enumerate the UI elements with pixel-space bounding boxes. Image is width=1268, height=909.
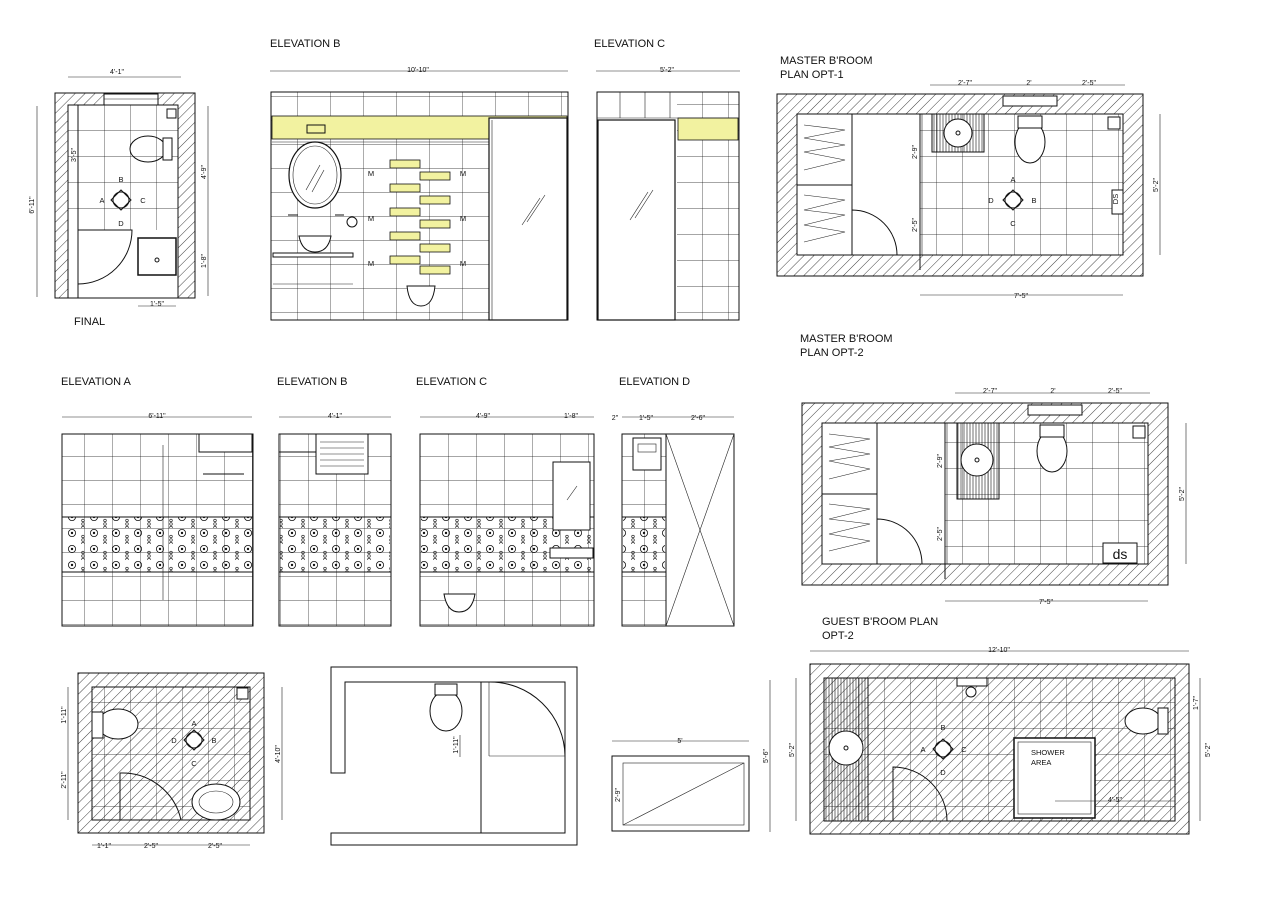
mirror-mark-1: M <box>368 169 374 178</box>
mirror-mark-3: M <box>368 214 374 223</box>
compass-c: C <box>140 196 146 205</box>
dim-m1-l2: 2'-5" <box>912 218 919 232</box>
elev-c-top-title: ELEVATION C <box>594 38 665 50</box>
shower-label-1: SHOWER <box>1031 748 1065 757</box>
guest-title-2: OPT-2 <box>822 630 854 642</box>
m1-compass-c: C <box>1010 219 1016 228</box>
dim-final-r1: 4'-9" <box>201 165 208 179</box>
dim-m1-l1: 2'-9" <box>912 145 919 159</box>
master-opt2-title-1: MASTER B'ROOM <box>800 333 893 345</box>
g-compass-c: C <box>961 745 967 754</box>
ds-label: ds <box>1113 546 1128 562</box>
compass-d: D <box>118 219 124 228</box>
dim-ea-top: 6'-11" <box>148 413 166 420</box>
dim-final-height: 6'-11" <box>29 196 36 214</box>
elevation-c-row2: ELEVATION C 4'-9" 1'-8" <box>416 376 595 627</box>
mirror-mark-2: M <box>460 169 466 178</box>
dim-m1-bot: 7'-5" <box>1014 293 1028 300</box>
dim-m2-a: 2'-7" <box>983 388 997 395</box>
dim-g-in: 4'-5" <box>1108 797 1122 804</box>
master-plan-opt2: MASTER B'ROOM PLAN OPT-2 2'-7" 2' 2'-5" … <box>800 333 1187 606</box>
bl-compass-a: A <box>191 719 196 728</box>
dim-br-left: 2'-9" <box>615 788 622 802</box>
dim-g-r1: 1'-7" <box>1193 696 1200 710</box>
elevation-d: ELEVATION D 2" 1'-5" 2'-6" <box>612 376 735 627</box>
bottom-left-plan: A D B C 1'-11" 2'-11" 4'-10" 1'-1" 2'-5"… <box>61 672 283 850</box>
master-opt2-title-2: PLAN OPT-2 <box>800 347 864 359</box>
dim-ec2-top2: 1'-8" <box>564 413 578 420</box>
bottom-middle-plan: 1'-11" <box>330 666 578 846</box>
dim-bl-b2: 2'-5" <box>144 843 158 850</box>
dim-m2-l1: 2'-9" <box>937 454 944 468</box>
dim-br-top: 5' <box>677 738 682 745</box>
elev-b-top-title: ELEVATION B <box>270 38 341 50</box>
dim-m1-r: 5'-2" <box>1153 178 1160 192</box>
bottom-right-small: 5' 2'-9" 5'-6" <box>611 680 771 832</box>
dim-bl-l1: 1'-11" <box>61 706 68 724</box>
dim-br-side: 5'-6" <box>763 749 770 763</box>
compass-b: B <box>118 175 123 184</box>
elevation-b-top: ELEVATION B 10'-10" M M M M M M <box>270 38 569 321</box>
mirror-mark-5: M <box>368 259 374 268</box>
ds-side-label: DS <box>1111 194 1120 204</box>
m1-compass-d: D <box>988 196 994 205</box>
m1-compass-a: A <box>1010 175 1015 184</box>
dim-m2-b: 2' <box>1050 388 1055 395</box>
mirror-mark-6: M <box>460 259 466 268</box>
elev-b-title: ELEVATION B <box>277 376 348 388</box>
dim-ec-top: 5'-2" <box>660 67 674 74</box>
bl-compass-d: D <box>171 736 177 745</box>
master-plan-opt1: MASTER B'ROOM PLAN OPT-1 2'-7" 2' 2'-5" … <box>776 55 1161 300</box>
dim-m2-bot: 7'-5" <box>1039 599 1053 606</box>
compass-a: A <box>99 196 104 205</box>
g-compass-d: D <box>940 768 946 777</box>
elev-d-title: ELEVATION D <box>619 376 690 388</box>
guest-plan: GUEST B'ROOM PLAN OPT-2 12'-10" SHOWER A… <box>789 616 1212 835</box>
m1-compass-b: B <box>1031 196 1036 205</box>
dim-g-l: 5'-2" <box>789 743 796 757</box>
guest-title-1: GUEST B'ROOM PLAN <box>822 616 938 628</box>
dim-m2-l2: 2'-5" <box>937 527 944 541</box>
dim-final-r2: 1'-8" <box>201 254 208 268</box>
elevation-c-top: ELEVATION C 5'-2" <box>594 38 740 321</box>
dim-m1-a: 2'-7" <box>958 80 972 87</box>
dim-ed-a: 2" <box>612 415 619 422</box>
elev-c-title: ELEVATION C <box>416 376 487 388</box>
master-opt1-title-2: PLAN OPT-1 <box>780 69 844 81</box>
elevation-a: ELEVATION A 6'-11" <box>61 376 254 627</box>
g-compass-b: B <box>940 723 945 732</box>
elev-a-title: ELEVATION A <box>61 376 132 388</box>
dim-bl-b1: 1'-1" <box>97 843 111 850</box>
dim-final-b: 1'-5" <box>150 301 164 308</box>
dim-bl-l2: 2'-11" <box>61 771 68 789</box>
elevation-b-row2: ELEVATION B 4'-1" <box>277 376 392 627</box>
dim-bl-r: 4'-10" <box>275 745 282 763</box>
dim-m2-c: 2'-5" <box>1108 388 1122 395</box>
dim-bm: 1'-11" <box>453 736 460 754</box>
dim-m2-r: 5'-2" <box>1179 487 1186 501</box>
dim-bl-b3: 2'-5" <box>208 843 222 850</box>
dim-m1-b: 2' <box>1026 80 1031 87</box>
dim-eb2-top: 4'-1" <box>328 413 342 420</box>
dim-m1-c: 2'-5" <box>1082 80 1096 87</box>
dim-ed-b: 1'-5" <box>639 415 653 422</box>
g-compass-a: A <box>920 745 925 754</box>
final-plan: 4'-1" 6'-11" B A C D 4'-9" 1'-8" 3'-5" 1… <box>29 69 209 328</box>
dim-ed-c: 2'-6" <box>691 415 705 422</box>
dim-final-width: 4'-1" <box>110 69 124 76</box>
shower-label-2: AREA <box>1031 758 1051 767</box>
dim-g-r2: 5'-2" <box>1205 743 1212 757</box>
bl-compass-c: C <box>191 759 197 768</box>
final-title: FINAL <box>74 316 105 328</box>
mirror-mark-4: M <box>460 214 466 223</box>
master-opt1-title-1: MASTER B'ROOM <box>780 55 873 67</box>
dim-eb-top: 10'-10" <box>407 67 429 74</box>
dim-final-l: 3'-5" <box>71 148 78 162</box>
dim-ec2-top: 4'-9" <box>476 413 490 420</box>
dim-g-top: 12'-10" <box>988 647 1010 654</box>
bl-compass-b: B <box>211 736 216 745</box>
